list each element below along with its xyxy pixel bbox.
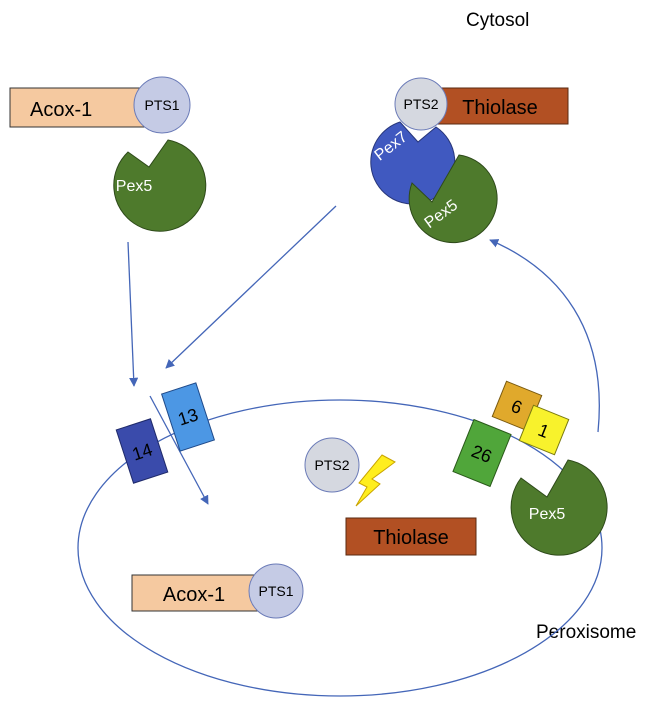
pex5-receptor-shape-2 [408,154,498,244]
peroxisome-label: Peroxisome [536,622,636,643]
docking-complex: 14 13 [115,382,216,484]
lightning-icon [355,454,396,507]
acox-1-label: Acox-1 [30,99,92,121]
import-arrow-pts1 [127,241,139,387]
peroxisome-membrane [77,399,603,697]
matrix-thiolase-box [345,517,477,556]
pex26-box [452,418,512,488]
pex14-box [115,418,169,484]
pex5-receptor-shape-3 [510,459,608,556]
acox-1-box [9,87,146,128]
recycling-arrow [489,239,600,433]
pex5-receptor-shape [113,139,207,232]
thiolase-label: Thiolase [462,97,538,119]
matrix-pts2-circle [304,437,360,493]
matrix-acox-1-label: Acox-1 [163,584,225,606]
pts2-label: PTS2 [403,96,438,112]
matrix-pts2-label: PTS2 [314,457,349,473]
pex5-label: Pex5 [116,178,153,195]
import-arrow-pts2 [165,205,337,369]
matrix-contents: PTS2 Thiolase Acox-1 PTS1 [131,437,477,619]
matrix-acox-1-box [131,574,261,612]
cytosol-label: Cytosol [466,10,529,31]
pex1-box [518,404,570,456]
matrix-pts1-label: PTS1 [258,583,293,599]
pts1-circle [133,76,191,134]
pts1-label: PTS1 [144,97,179,113]
export-complex: 6 1 26 Pex5 [452,380,608,556]
cytosol-pts2-complex: Thiolase Pex7 PTS2 Pex5 [370,77,569,244]
pex5-label-3: Pex5 [529,506,566,523]
matrix-thiolase-label: Thiolase [373,527,449,549]
translocation-arrow [149,395,209,505]
pts2-circle [394,77,448,131]
cytosol-pts1-complex: Acox-1 PTS1 Pex5 [9,76,207,232]
matrix-pts1-circle [248,563,304,619]
pex13-box [160,382,216,452]
